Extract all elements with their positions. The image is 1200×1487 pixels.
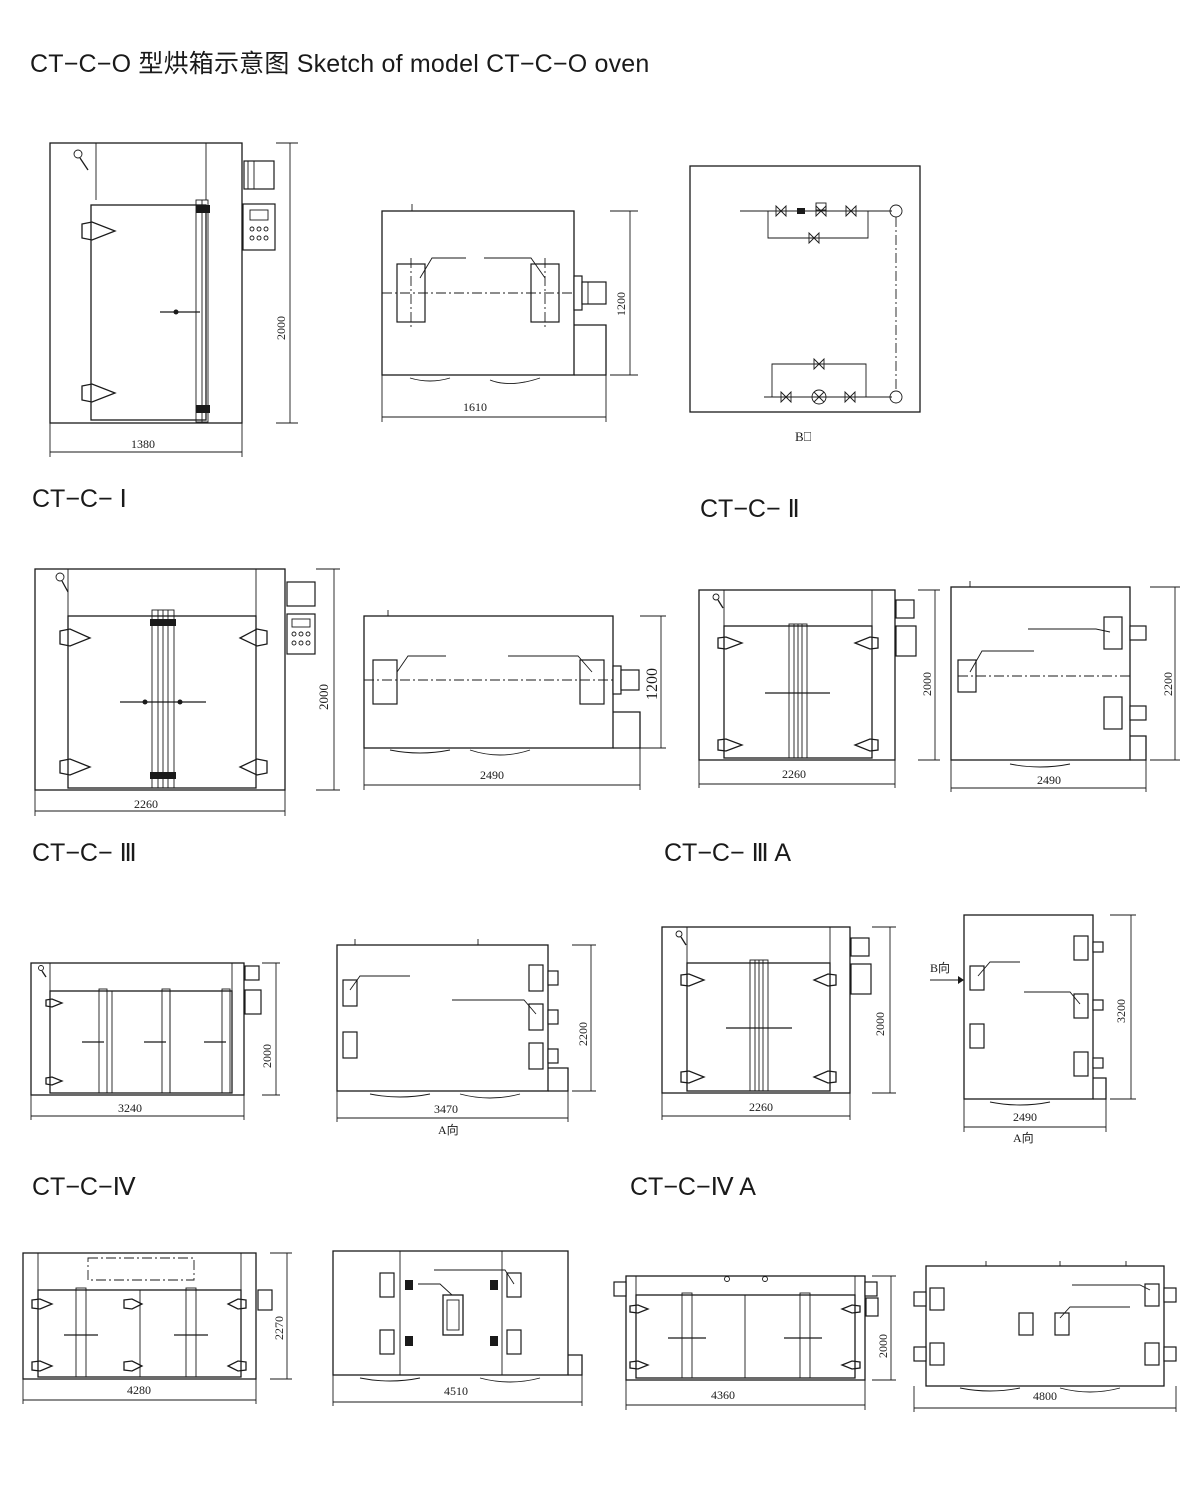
model-iii-side-view: 3470 A向 2200 <box>336 939 596 1137</box>
model-label-ii: CT−C− Ⅱ <box>700 495 800 523</box>
model-label-iva: CT−C−Ⅳ A <box>630 1173 756 1201</box>
dim-iii-front-height: 2000 <box>260 1044 274 1068</box>
dim-o-side-width: 1610 <box>463 400 487 414</box>
page-title: CT−C−O 型烘箱示意图 Sketch of model CT−C−O ove… <box>30 50 650 78</box>
dim-o-front-width: 1380 <box>131 437 155 451</box>
model-label-i: CT−C− Ⅰ <box>32 485 127 513</box>
dim-iiia-side-height: 3200 <box>1114 999 1128 1023</box>
dim-iv-side-width: 4510 <box>444 1384 468 1398</box>
model-o-side-view: 1610 1200 <box>381 204 638 422</box>
dim-i-front-height: 2000 <box>316 684 331 710</box>
dim-iv-front-height: 2270 <box>272 1316 286 1340</box>
dim-i-side-height: 1200 <box>644 668 661 700</box>
dim-iva-side-width: 4800 <box>1033 1389 1057 1403</box>
a-direction-label-iii: A向 <box>438 1122 459 1137</box>
model-iiia-front-view: 2260 2000 <box>661 926 896 1120</box>
b-direction-label: B向 <box>930 960 950 975</box>
dim-i-side-width: 2490 <box>480 768 504 782</box>
model-ii-side-view: 2490 2200 <box>950 581 1180 792</box>
dim-ii-side-height: 2200 <box>1161 672 1175 696</box>
a-direction-label-iiia: A向 <box>1013 1130 1034 1145</box>
model-iva-side-view: 4800 <box>913 1261 1177 1412</box>
model-label-iiia: CT−C− Ⅲ A <box>664 839 792 867</box>
model-iva-front-view: 4360 2000 <box>613 1275 896 1410</box>
b-view-label: B⎕ <box>795 429 812 444</box>
model-ii-front-view: 2260 2000 <box>698 589 940 788</box>
model-iv-side-view: 4510 <box>332 1250 583 1406</box>
dim-ii-side-width: 2490 <box>1037 773 1061 787</box>
model-i-front-view: 2260 2000 <box>34 568 340 816</box>
dim-i-front-width: 2260 <box>134 797 158 811</box>
model-iv-front-view: 4280 2270 <box>22 1252 292 1404</box>
dim-iii-front-width: 3240 <box>118 1101 142 1115</box>
model-iiia-side-view: B向 2490 A向 3200 <box>930 914 1136 1145</box>
dim-iiia-front-height: 2000 <box>873 1012 887 1036</box>
model-iii-front-view: 3240 2000 <box>30 962 280 1120</box>
dim-iva-front-width: 4360 <box>711 1388 735 1402</box>
dim-iiia-front-width: 2260 <box>749 1100 773 1114</box>
dim-ii-front-width: 2260 <box>782 767 806 781</box>
model-label-iv: CT−C−Ⅳ <box>32 1173 136 1201</box>
model-i-side-view: 2490 1200 <box>363 610 666 790</box>
b-view-piping-diagram: B⎕ <box>689 165 921 444</box>
dim-o-front-height: 2000 <box>274 316 288 340</box>
dim-iii-side-height: 2200 <box>576 1022 590 1046</box>
model-label-iii: CT−C− Ⅲ <box>32 839 137 867</box>
dim-iiia-side-width: 2490 <box>1013 1110 1037 1124</box>
dim-iv-front-width: 4280 <box>127 1383 151 1397</box>
model-o-front-view: 1380 2000 <box>49 142 298 457</box>
dim-ii-front-height: 2000 <box>920 672 934 696</box>
dim-iva-front-height: 2000 <box>876 1334 890 1358</box>
dim-o-side-height: 1200 <box>614 292 628 316</box>
dim-iii-side-width: 3470 <box>434 1102 458 1116</box>
